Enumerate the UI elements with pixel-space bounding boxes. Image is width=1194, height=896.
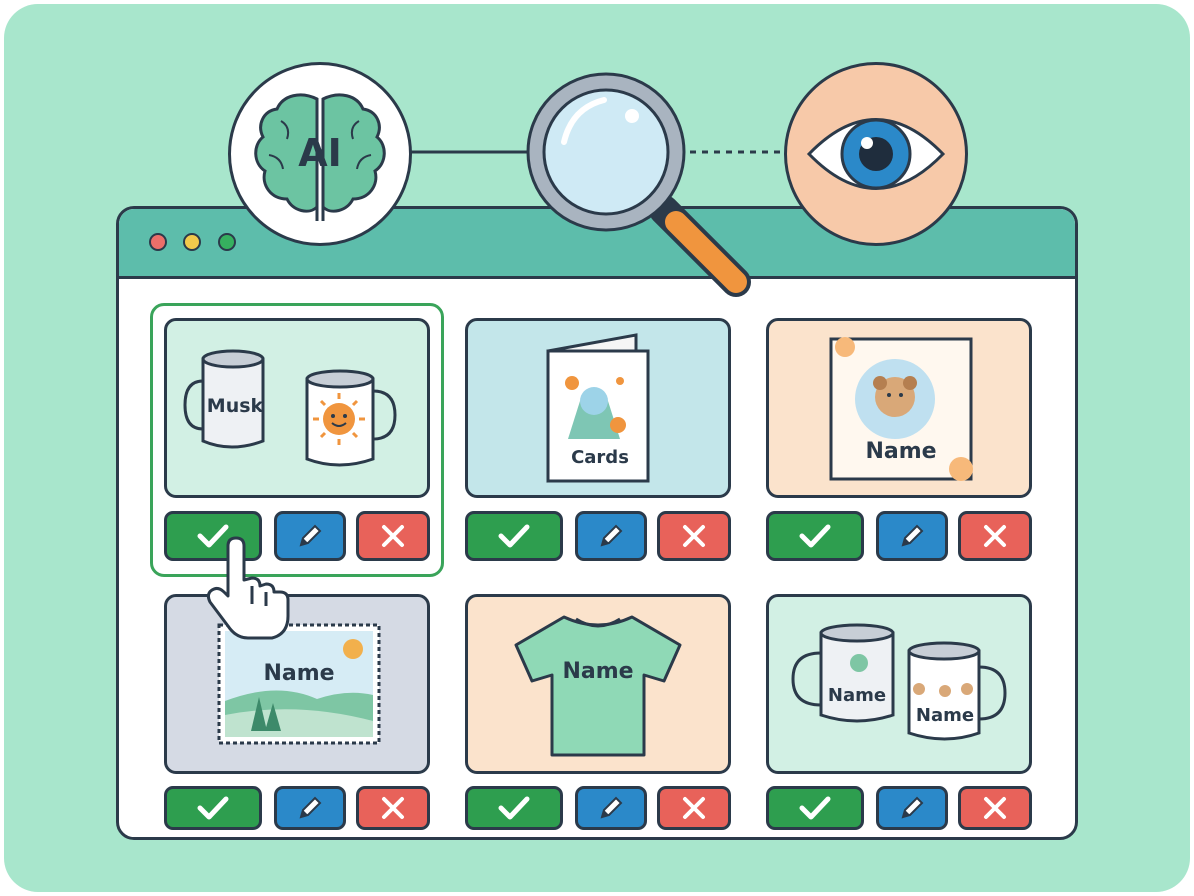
x-icon [681,795,707,821]
check-icon [196,795,230,821]
card-label: Cards [571,447,629,468]
greeting-card-image [546,333,650,483]
sun-icon [313,393,365,445]
product-card-tshirt[interactable]: Name [465,594,731,774]
hand-cursor-icon [206,536,290,640]
reject-button-mug-musk[interactable] [356,511,430,561]
x-icon [380,523,406,549]
pencil-icon [596,793,626,823]
reject-button-card[interactable] [657,511,731,561]
minimize-window-dot[interactable] [183,233,201,251]
product-card-mug-pair[interactable]: Name Name [766,594,1032,774]
magnifier-icon [526,72,751,297]
reject-button-frame[interactable] [958,511,1032,561]
tshirt-image [514,615,682,757]
approve-button-frame[interactable] [766,511,864,561]
approve-button-postcard[interactable] [164,786,262,830]
edit-button-card[interactable] [575,511,647,561]
pencil-icon [295,793,325,823]
edit-button-postcard[interactable] [274,786,346,830]
reject-button-postcard[interactable] [356,786,430,830]
product-card-mugs-musk[interactable]: Musk [164,318,430,498]
ai-label: AI [298,131,342,175]
approve-button-mug-musk[interactable] [164,511,262,561]
tshirt-label: Name [562,659,634,684]
edit-button-tshirt[interactable] [575,786,647,830]
edit-button-mug-musk[interactable] [274,511,346,561]
pencil-icon [295,521,325,551]
product-card-greeting-card[interactable]: Cards [465,318,731,498]
ai-brain-badge: AI [228,62,412,246]
approve-button-card[interactable] [465,511,563,561]
pencil-icon [897,521,927,551]
eye-badge [784,62,968,246]
approve-button-mugs-pair[interactable] [766,786,864,830]
product-card-postcard[interactable]: Name [164,594,430,774]
edit-button-mugs-pair[interactable] [876,786,948,830]
framed-print-image [829,337,973,481]
check-icon [798,795,832,821]
brain-icon [254,93,386,221]
mug-images [183,349,397,467]
close-window-dot[interactable] [149,233,167,251]
maximize-window-dot[interactable] [218,233,236,251]
eye-icon [806,118,946,190]
x-icon [681,523,707,549]
mug-label: Musk [206,395,264,417]
pencil-icon [596,521,626,551]
x-icon [380,795,406,821]
mug-right-label: Name [915,705,975,726]
check-icon [497,795,531,821]
postcard-image [217,623,381,745]
check-icon [497,523,531,549]
pencil-icon [897,793,927,823]
postcard-label: Name [263,661,335,686]
approve-button-tshirt[interactable] [465,786,563,830]
x-icon [982,523,1008,549]
selected-item-highlight [150,303,444,577]
edit-button-frame[interactable] [876,511,948,561]
x-icon [982,795,1008,821]
reject-button-mugs-pair[interactable] [958,786,1032,830]
product-card-framed-print[interactable]: Name [766,318,1032,498]
mug-left-label: Name [827,685,887,706]
mug-pair-image [791,623,1007,741]
check-icon [196,523,230,549]
frame-label: Name [865,439,937,464]
reject-button-tshirt[interactable] [657,786,731,830]
check-icon [798,523,832,549]
